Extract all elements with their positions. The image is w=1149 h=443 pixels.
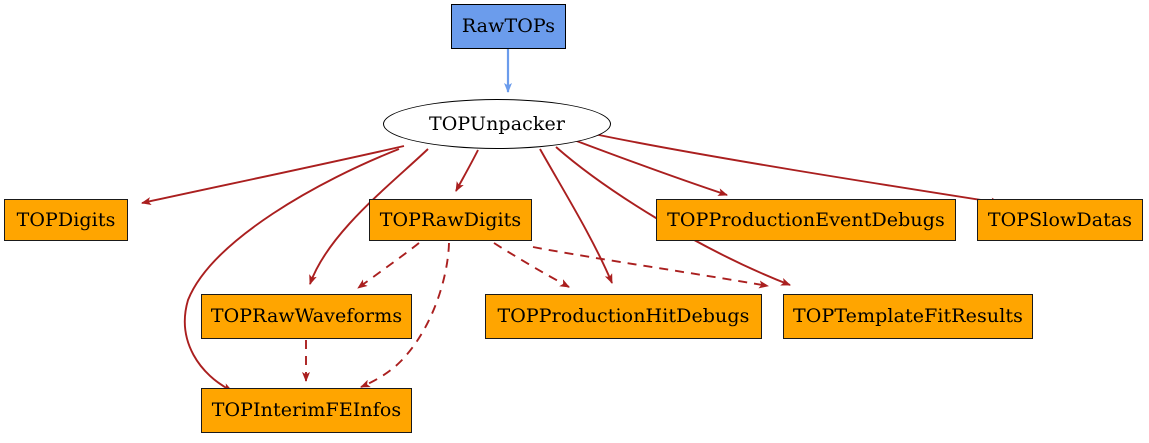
node-topproductionhitdebugs[interactable]: TOPProductionHitDebugs — [485, 294, 762, 339]
node-topproductioneventdebugs[interactable]: TOPProductionEventDebugs — [656, 199, 956, 241]
node-toprawdigits[interactable]: TOPRawDigits — [369, 199, 532, 241]
edge-topunpacker-to-topproductionhitdebugs — [539, 148, 613, 284]
node-topslowdatas-label: TOPSlowDatas — [987, 208, 1133, 231]
edge-topunpacker-to-topslowdatas — [593, 133, 1001, 206]
edge-topunpacker-to-toprawwaveforms — [309, 148, 429, 285]
node-topinterimfeinfos[interactable]: TOPInterimFEInfos — [201, 388, 412, 433]
node-rawtops[interactable]: RawTOPs — [451, 4, 566, 49]
node-topproductioneventdebugs-label: TOPProductionEventDebugs — [667, 208, 945, 231]
edge-toprawdigits-to-topinterimfeinfos — [360, 242, 450, 388]
edge-topunpacker-to-topinterimfeinfos — [183, 148, 400, 392]
node-toprawwaveforms-label: TOPRawWaveforms — [210, 305, 403, 327]
edge-topunpacker-to-topdigits — [141, 145, 405, 205]
node-topdigits-label: TOPDigits — [16, 208, 116, 231]
node-topslowdatas[interactable]: TOPSlowDatas — [977, 199, 1143, 241]
node-topunpacker-label: TOPUnpacker — [428, 112, 566, 135]
edge-toprawdigits-to-toptemplatefitresults — [532, 246, 769, 289]
node-toprawdigits-label: TOPRawDigits — [379, 208, 522, 231]
node-topdigits[interactable]: TOPDigits — [4, 199, 128, 241]
edge-topunpacker-to-topproductioneventdebugs — [573, 139, 728, 196]
node-toptemplatefitresults-label: TOPTemplateFitResults — [793, 305, 1023, 327]
node-rawtops-label: RawTOPs — [461, 15, 556, 37]
node-topinterimfeinfos-label: TOPInterimFEInfos — [211, 399, 402, 421]
node-topproductionhitdebugs-label: TOPProductionHitDebugs — [497, 305, 750, 327]
edge-toprawdigits-to-topproductionhitdebugs — [493, 242, 570, 288]
edge-topunpacker-to-toprawdigits — [455, 149, 479, 192]
node-topunpacker[interactable]: TOPUnpacker — [383, 99, 611, 149]
edge-toprawdigits-to-toprawwaveforms — [357, 242, 420, 289]
node-toprawwaveforms[interactable]: TOPRawWaveforms — [201, 294, 412, 339]
node-toptemplatefitresults[interactable]: TOPTemplateFitResults — [783, 294, 1033, 339]
